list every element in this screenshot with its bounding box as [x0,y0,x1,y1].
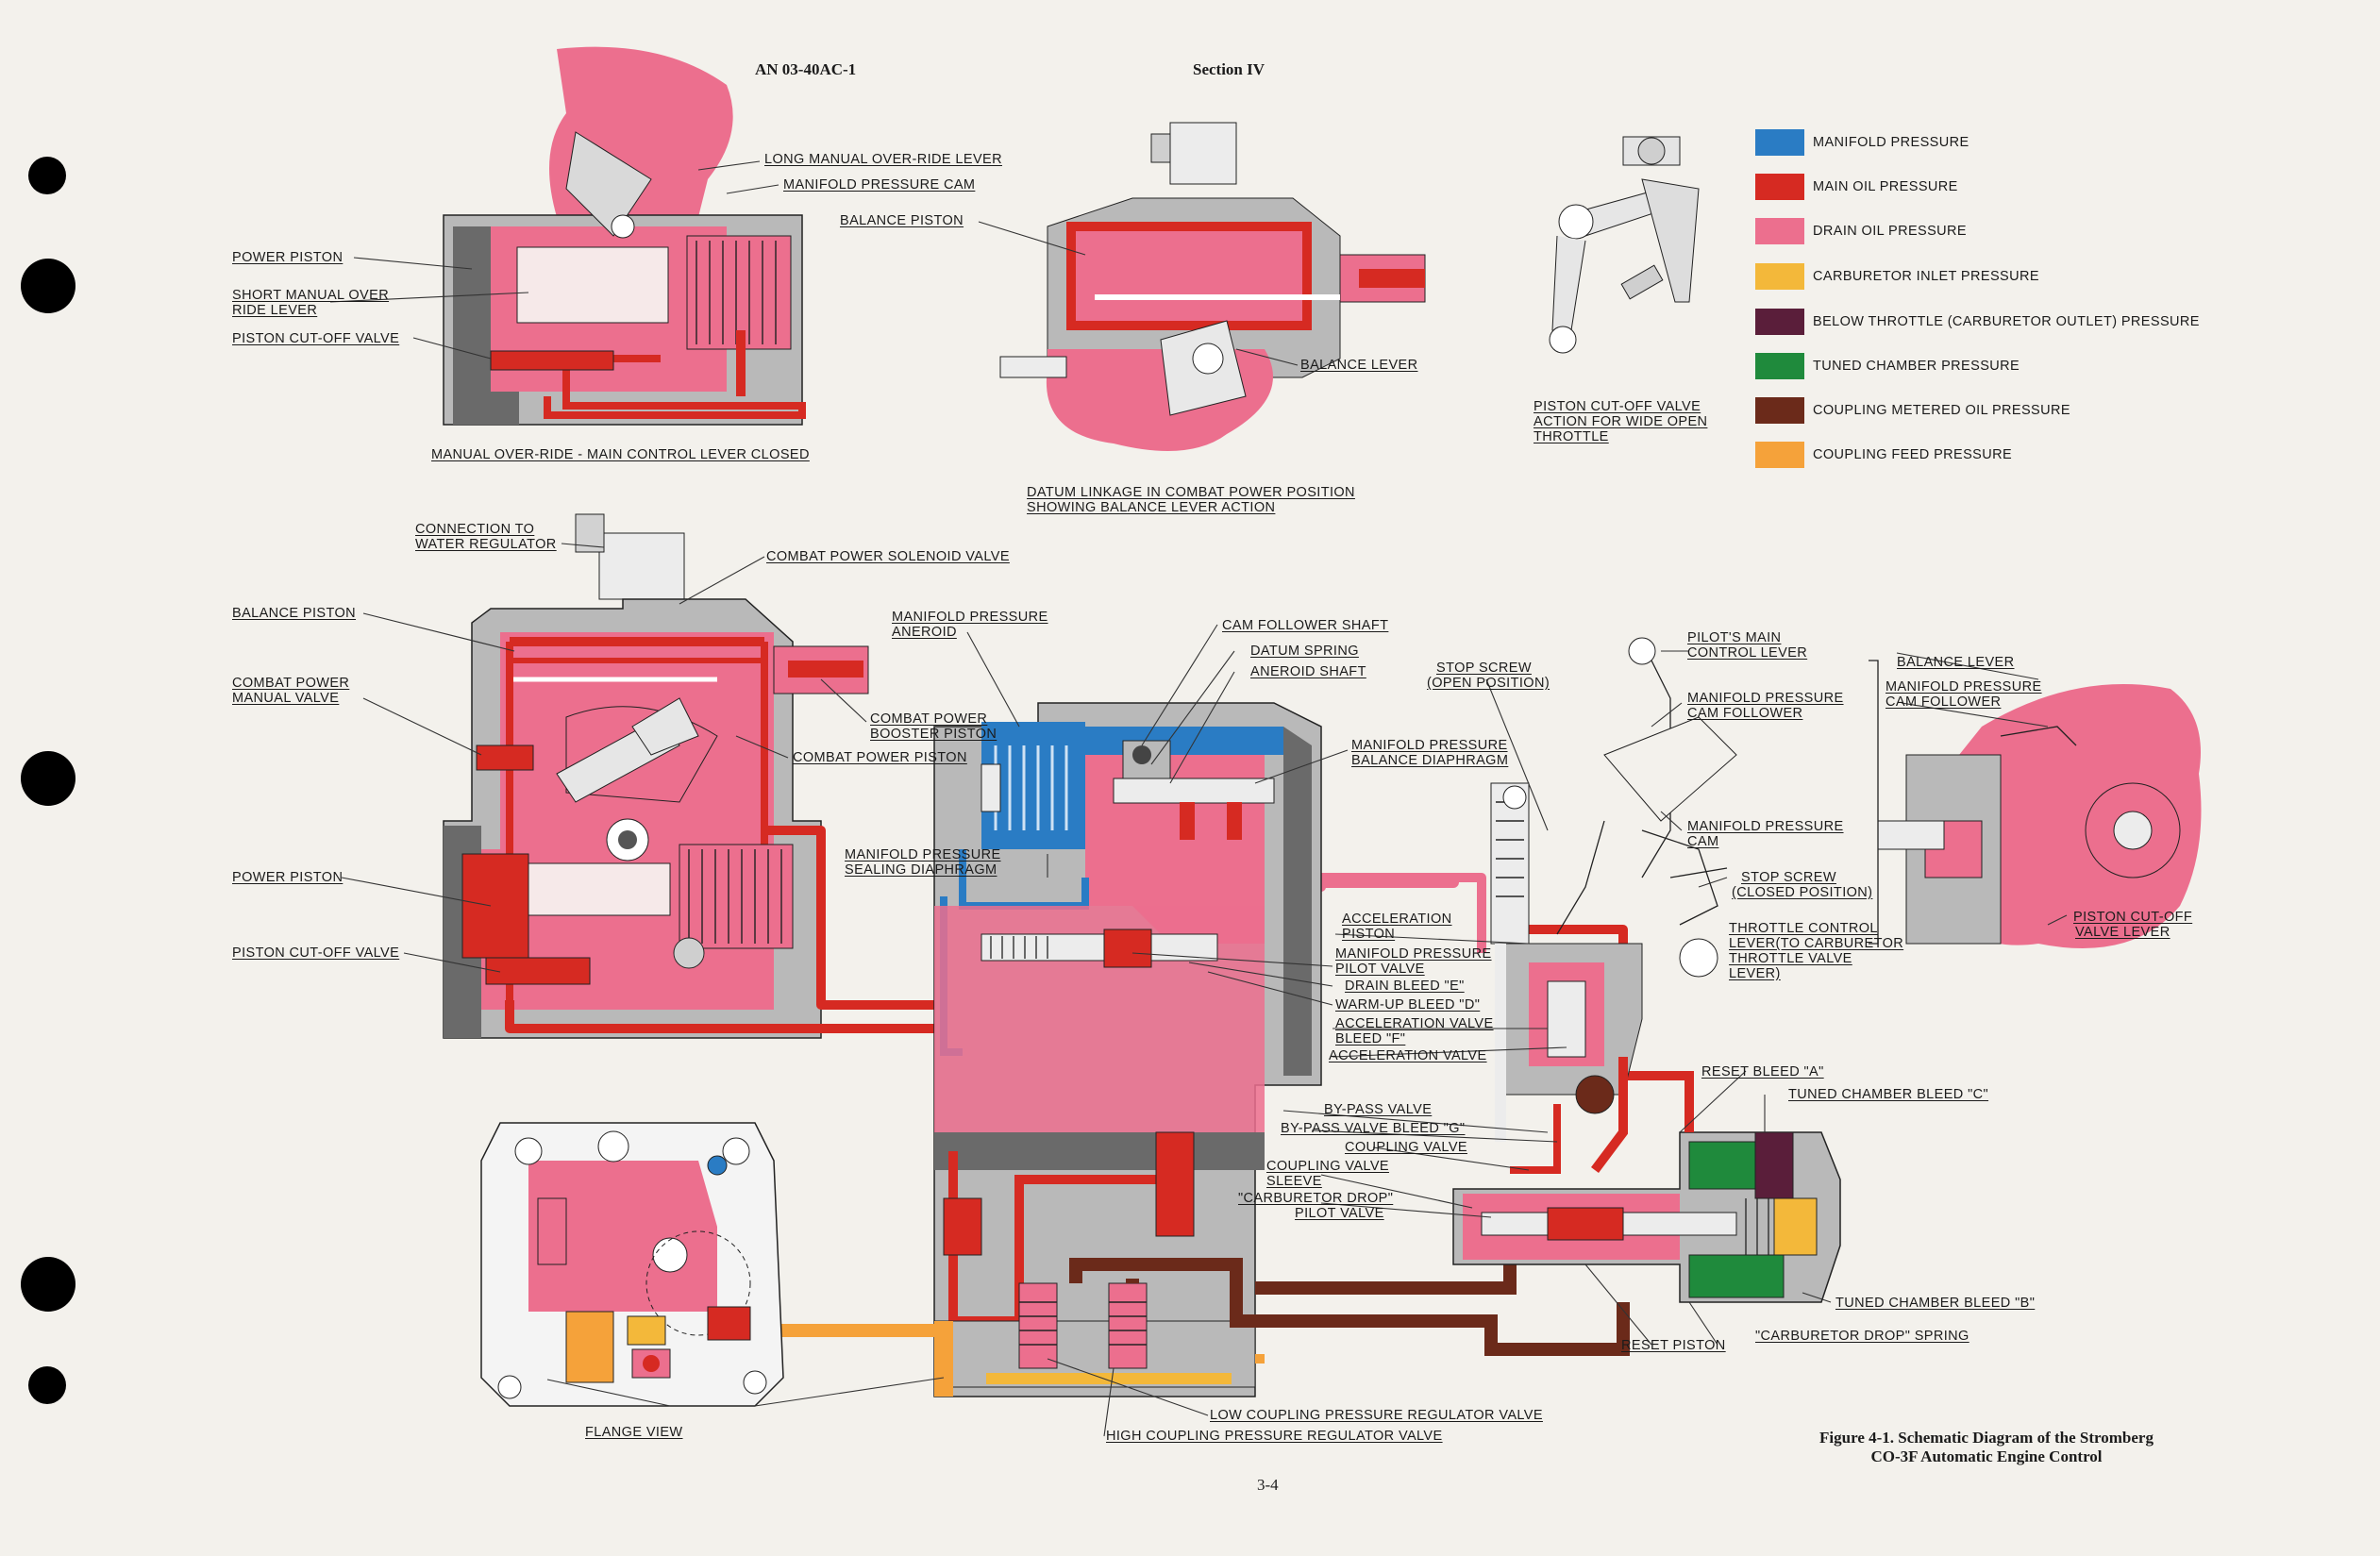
callout-piston-cutoff-valve-lever: PISTON CUT-OFF VALVE LEVER [2073,910,2193,940]
datum-linkage-assembly [999,122,1426,451]
callout-bypass-valve: BY-PASS VALVE [1324,1102,1433,1117]
callout-carburetor-drop-pilot-valve: "CARBURETOR DROP" PILOT VALVE [1238,1191,1394,1221]
doc-number: AN 03-40AC-1 [755,60,857,78]
legend-label: TUNED CHAMBER PRESSURE [1813,359,2020,374]
legend-swatch [1755,263,1804,290]
throttle-linkage-sketch [1556,637,1737,978]
coupling-valve-assembly [1452,1071,1841,1303]
legend-swatch [1755,397,1804,424]
callout-cam-follower-shaft: CAM FOLLOWER SHAFT [1222,618,1389,633]
callout-drain-bleed-e: DRAIN BLEED "E" [1345,979,1465,994]
callout-acceleration-piston: ACCELERATION PISTON [1342,912,1452,942]
central-control-body [933,702,1322,1397]
callout-connection-water-regulator: CONNECTION TO WATER REGULATOR [415,522,557,552]
callout-manifold-pressure-cam: MANIFOLD PRESSURE CAM [783,177,976,192]
coupling-lines [755,1248,1630,1364]
callout-manifold-pressure-pilot-valve: MANIFOLD PRESSURE PILOT VALVE [1335,946,1492,977]
callout-manifold-pressure-balance-diaphragm: MANIFOLD PRESSURE BALANCE DIAPHRAGM [1351,738,1509,768]
callout-combat-power-booster-piston: COMBAT POWER BOOSTER PISTON [870,711,997,742]
callout-datum-spring: DATUM SPRING [1250,644,1359,659]
callout-stop-screw-closed: STOP SCREW (CLOSED POSITION) [1732,870,1873,900]
callout-short-manual-override-lever: SHORT MANUAL OVER RIDE LEVER [232,288,390,318]
callout-coupling-valve: COUPLING VALVE [1345,1140,1467,1155]
leader-lines [329,160,2068,1437]
legend-label: DRAIN OIL PRESSURE [1813,224,1967,239]
callout-balance-piston-main: BALANCE PISTON [232,606,357,621]
binder-hole [28,1366,66,1404]
right-cutaway [1869,660,2202,948]
legend-swatch [1755,309,1804,335]
legend-swatch [1755,442,1804,468]
callout-aneroid-shaft: ANEROID SHAFT [1250,664,1366,679]
callout-throttle-control-lever: THROTTLE CONTROL LEVER(TO CARBURETOR THR… [1729,921,1904,981]
combat-power-assembly [443,513,869,1039]
callout-piston-cutoff-valve-top: PISTON CUT-OFF VALVE [232,331,400,346]
callout-manifold-pressure-aneroid: MANIFOLD PRESSURE ANEROID [892,610,1048,640]
legend-swatch [1755,129,1804,156]
legend-label: MAIN OIL PRESSURE [1813,179,1958,194]
callout-piston-cutoff-valve-main: PISTON CUT-OFF VALVE [232,945,400,961]
page-number: 3-4 [1257,1476,1279,1494]
callout-stop-screw-open: STOP SCREW (OPEN POSITION) [1427,661,1550,691]
legend-label: COUPLING METERED OIL PRESSURE [1813,403,2070,418]
callout-bypass-valve-bleed-g: BY-PASS VALVE BLEED "G" [1281,1121,1466,1136]
caption-manual-override: MANUAL OVER-RIDE - MAIN CONTROL LEVER CL… [431,447,810,462]
callout-high-coupling-regulator: HIGH COUPLING PRESSURE REGULATOR VALVE [1106,1429,1443,1444]
acceleration-assembly [1490,782,1643,1174]
callout-combat-power-piston: COMBAT POWER PISTON [793,750,967,765]
callout-pilots-main-control-lever: PILOT'S MAIN CONTROL LEVER [1687,630,1808,661]
binder-hole [21,259,75,313]
caption-datum-linkage: DATUM LINKAGE IN COMBAT POWER POSITION S… [1027,485,1355,515]
callout-balance-lever-right: BALANCE LEVER [1897,655,2015,670]
callout-manifold-pressure-cam-follower: MANIFOLD PRESSURE CAM FOLLOWER [1687,691,1844,721]
legend-swatch [1755,353,1804,379]
callout-power-piston-main: POWER PISTON [232,870,344,885]
legend-label: MANIFOLD PRESSURE [1813,135,1969,150]
wide-open-throttle-sketch [1549,136,1700,354]
callout-tuned-chamber-bleed-c: TUNED CHAMBER BLEED "C" [1788,1087,1989,1102]
callout-long-manual-override-lever: LONG MANUAL OVER-RIDE LEVER [764,152,1002,167]
callout-coupling-valve-sleeve: COUPLING VALVE SLEEVE [1266,1159,1389,1189]
binder-hole [21,751,75,806]
callout-carburetor-drop-spring: "CARBURETOR DROP" SPRING [1755,1329,1969,1344]
manual-override-assembly [443,46,806,426]
legend-swatch [1755,218,1804,244]
callout-reset-piston: RESET PISTON [1621,1338,1726,1353]
callout-acceleration-valve-bleed-f: ACCELERATION VALVE BLEED "F" [1335,1016,1494,1046]
callout-tuned-chamber-bleed-b: TUNED CHAMBER BLEED "B" [1835,1296,2036,1311]
callout-manifold-pressure-cam-follower-right: MANIFOLD PRESSURE CAM FOLLOWER [1886,679,2042,710]
caption-flange-view: FLANGE VIEW [585,1425,683,1440]
callout-low-coupling-regulator: LOW COUPLING PRESSURE REGULATOR VALVE [1210,1408,1543,1423]
legend-label: COUPLING FEED PRESSURE [1813,447,2013,462]
section-title: Section IV [1193,60,1265,78]
legend-label: CARBURETOR INLET PRESSURE [1813,269,2039,284]
callout-balance-piston-top: BALANCE PISTON [840,213,964,228]
legend-swatch [1755,174,1804,200]
callout-warmup-bleed-d: WARM-UP BLEED "D" [1335,997,1481,1012]
flange-view-drawing [480,1122,784,1407]
callout-power-piston-top: POWER PISTON [232,250,344,265]
binder-hole [28,157,66,194]
caption-wide-open-throttle: PISTON CUT-OFF VALVE ACTION FOR WIDE OPE… [1534,399,1708,444]
callout-reset-bleed-a: RESET BLEED "A" [1701,1064,1824,1079]
binder-hole [21,1257,75,1312]
callout-combat-power-solenoid-valve: COMBAT POWER SOLENOID VALVE [766,549,1010,564]
legend-label: BELOW THROTTLE (CARBURETOR OUTLET) PRESS… [1813,314,2200,329]
figure-caption: Figure 4-1. Schematic Diagram of the Str… [1819,1429,2154,1465]
callout-manifold-pressure-sealing-diaphragm: MANIFOLD PRESSURE SEALING DIAPHRAGM [845,847,1001,878]
callout-acceleration-valve: ACCELERATION VALVE [1329,1048,1487,1063]
callout-manifold-pressure-cam-mid: MANIFOLD PRESSURE CAM [1687,819,1844,849]
callout-combat-power-manual-valve: COMBAT POWER MANUAL VALVE [232,676,350,706]
callout-balance-lever-top: BALANCE LEVER [1300,358,1418,373]
